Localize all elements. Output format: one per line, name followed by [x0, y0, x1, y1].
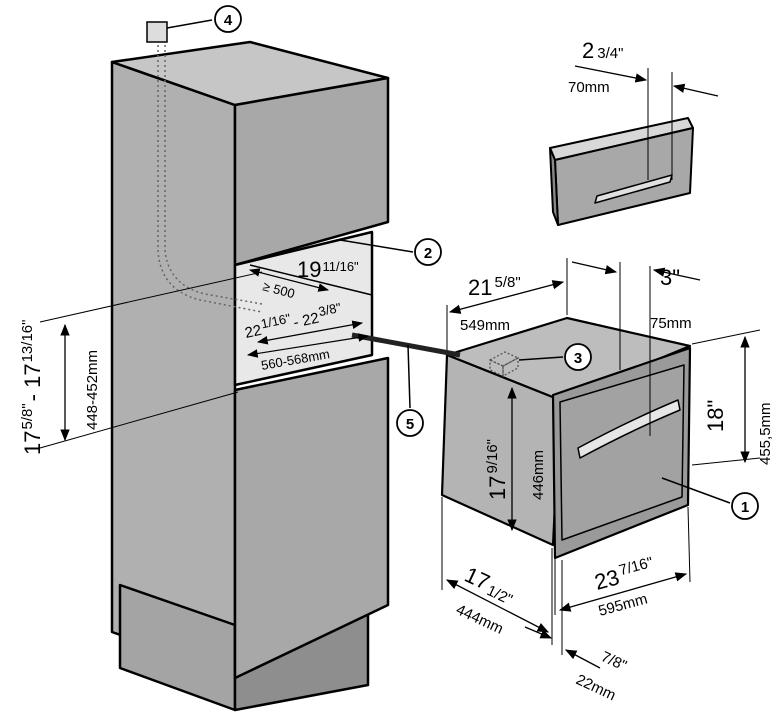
svg-text:4: 4: [224, 12, 233, 29]
callout-1: 1: [731, 492, 759, 520]
callout-5: 5: [396, 409, 424, 437]
svg-text:3: 3: [574, 350, 582, 367]
connector-box: [488, 351, 520, 378]
inner-height-in: 179/16": [484, 439, 510, 500]
junction-box: [146, 21, 168, 43]
trim-panel: [549, 117, 694, 226]
lower-door: [233, 356, 390, 680]
overhang-in: 7/8": [598, 648, 629, 674]
appliance: [440, 316, 692, 560]
callout-2: 2: [414, 238, 442, 266]
callout-3: 3: [564, 343, 592, 371]
upper-door: [233, 76, 390, 267]
height-mm: 455,5mm: [757, 402, 773, 465]
power-cable: [157, 40, 263, 313]
cabinet-side-panel: [110, 60, 237, 677]
tall-cabinet: [110, 40, 390, 712]
svg-text:1: 1: [741, 499, 749, 516]
appliance-side: [440, 353, 562, 547]
svg-text:2: 2: [424, 245, 432, 262]
callout-4: 4: [214, 5, 242, 33]
niche-depth-in: 1911/16": [297, 257, 359, 282]
front-mm: 75mm: [650, 315, 692, 332]
depth-mm: 549mm: [460, 317, 510, 334]
overhang-mm: 22mm: [573, 671, 618, 704]
inner-height-mm: 446mm: [530, 450, 547, 500]
niche-width-in: 221/16"- 223/8": [242, 300, 344, 342]
svg-text:5: 5: [406, 416, 414, 433]
trim-width-mm: 70mm: [568, 79, 610, 96]
connection-cable: [351, 332, 461, 358]
appliance-handle: [577, 399, 681, 459]
niche-height-in: 175/8"- 1713/16": [19, 320, 45, 455]
front-in: 3": [660, 265, 680, 290]
height-in: 18": [703, 400, 728, 432]
appliance-door: [559, 364, 685, 541]
width-in: 237/16": [592, 554, 658, 595]
niche-height-mm: 448-452mm: [84, 350, 101, 430]
width-mm: 595mm: [597, 590, 650, 619]
